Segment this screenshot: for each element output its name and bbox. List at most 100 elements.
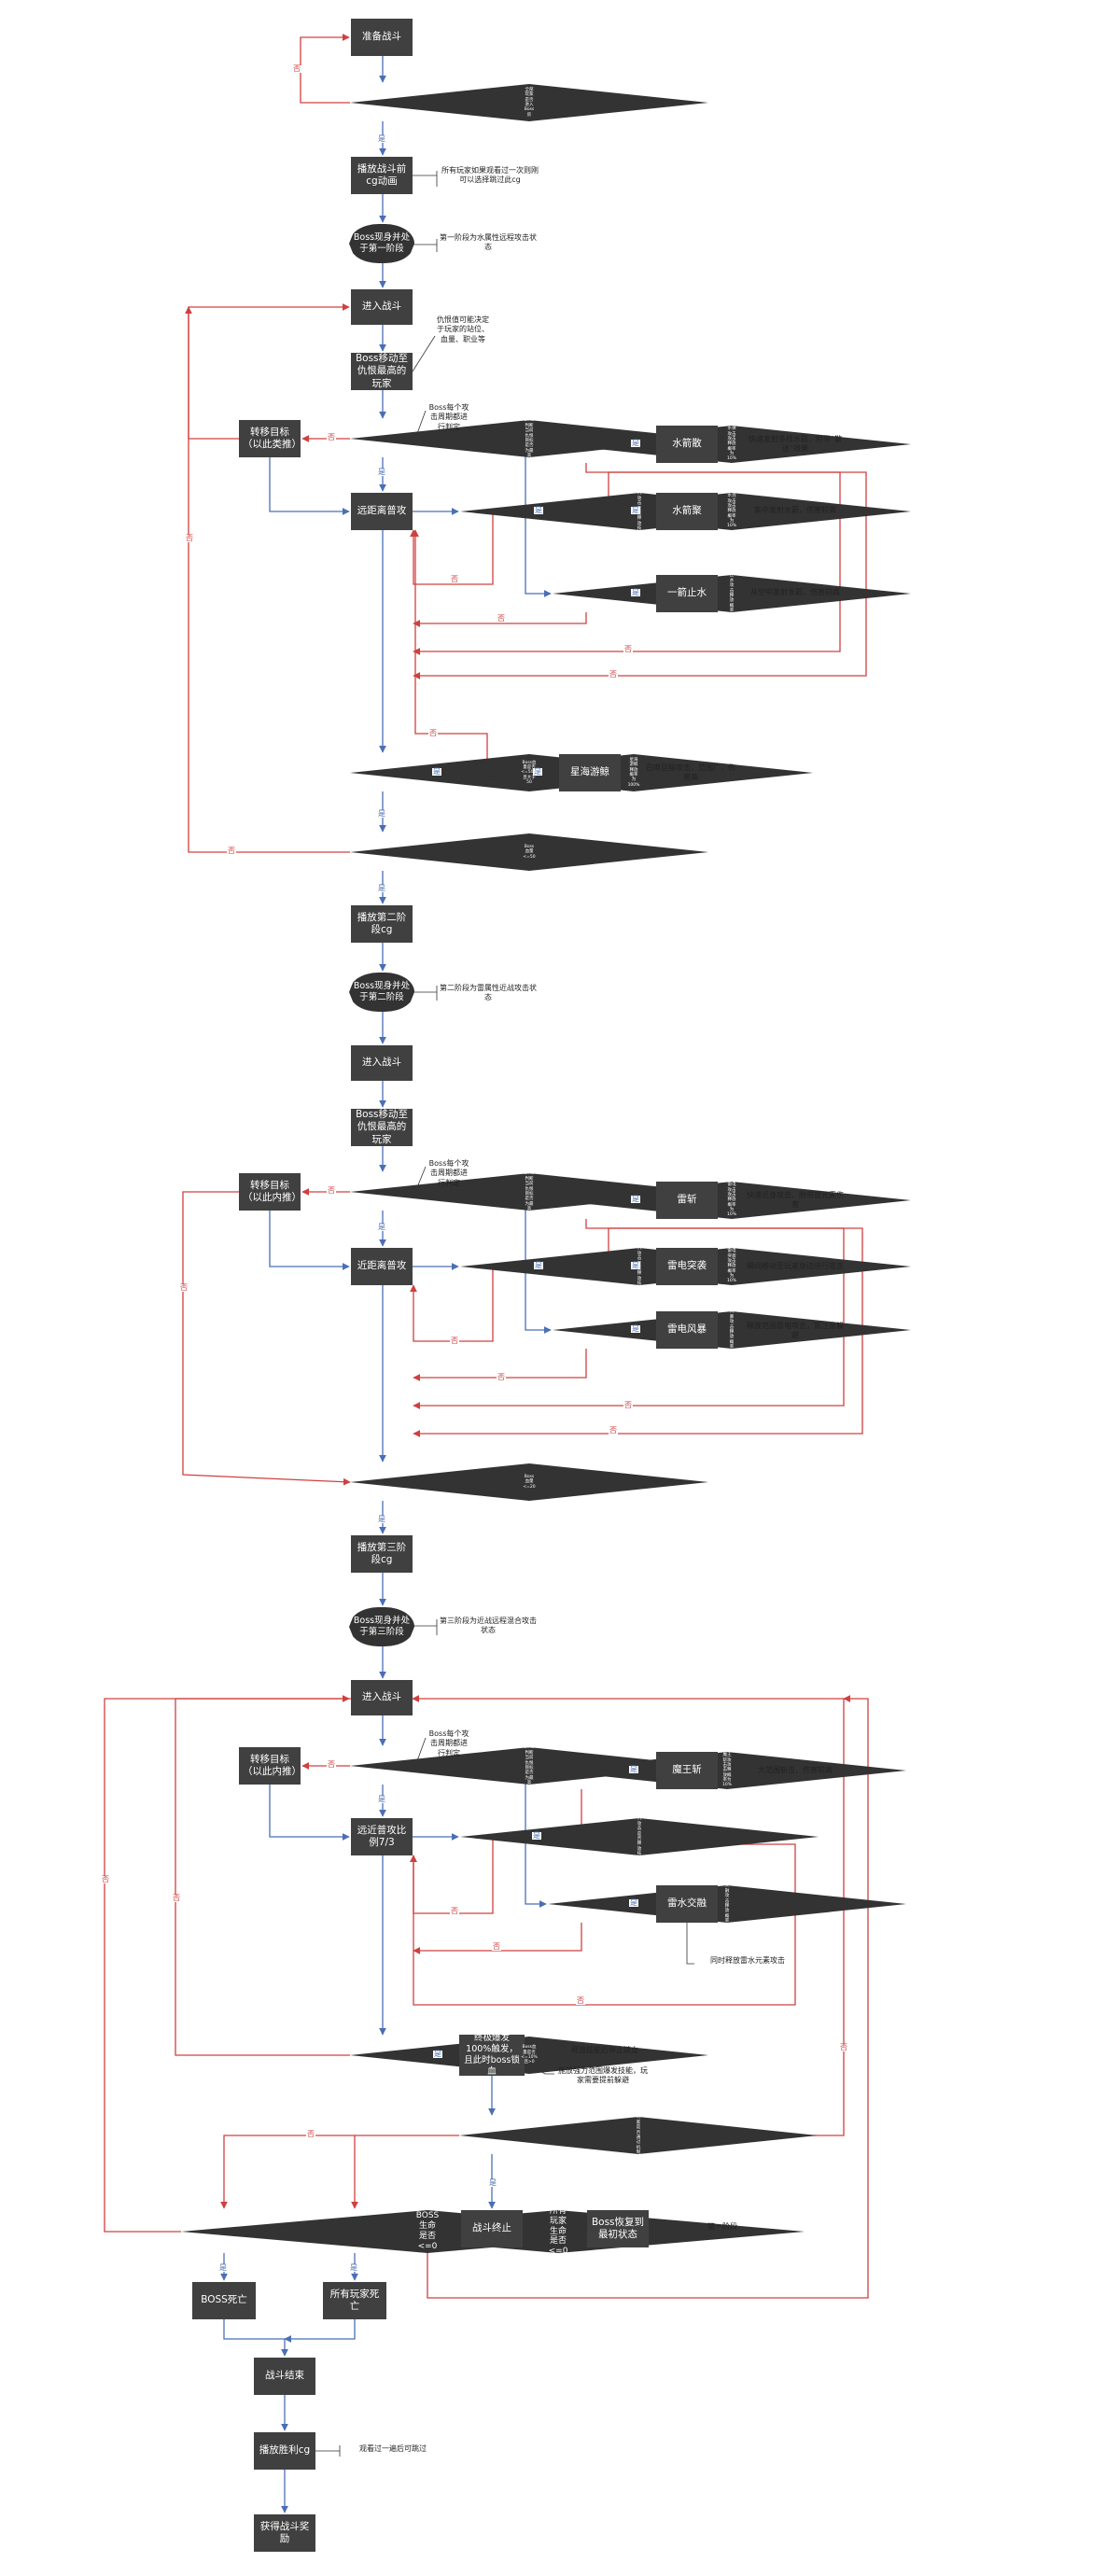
node-battle2: 进入战斗 [351,1045,413,1081]
node-battle-end: 战斗结束 [254,2358,315,2395]
edge-label-hp1-no: 是 [377,809,386,818]
edge-label-fail-no: 否 [306,2130,315,2138]
connector-no-6 [413,463,867,679]
edge-label-a3-yes: 是 [629,1765,638,1773]
node-switch3: 转移目标（以此内推） [239,1747,301,1785]
edge-label-skill2-no: 否 [450,1337,459,1345]
note-c2: 释放范围雷电攻击，需注意躲避 [747,1322,844,1340]
note-a1: 快速发射多枝水箭，附带“散迷”效果 [748,435,843,454]
node-move2: Boss移动至仇恨最高的玩家 [351,1109,413,1146]
node-enter-check: 全部玩家是否进入Boss房 [350,84,708,121]
node-skill-b1: 水箭聚 [656,493,718,530]
connector-no-10 [182,1191,351,1486]
note-leader-4 [412,335,436,372]
note-judge2: Boss每个攻击周期都进行判定 [428,1159,469,1187]
note-leader-22 [686,1923,694,1965]
node-ranged2: 近距离普攻 [351,1248,413,1285]
node-battle3: 进入战斗 [351,1680,413,1715]
edge-label-a3-no: 否 [576,1996,585,2005]
node-prob-b1: 水泡攻击攻击释放概率为10% [553,493,911,530]
node-star-prob: 星海游鲸释放概率为100% [455,754,813,791]
connector-no-17 [413,1923,582,1954]
edge-label-hp20-yes: 是 [377,1515,386,1523]
node-prob-b2: 雷电突袭攻击释放概率为10% [553,1248,911,1285]
edge-label-fail-yes: 是 [488,2178,497,2187]
node-boss-p1: Boss现身并处于第一阶段 [349,224,414,263]
edge-label-a1-no: 否 [609,670,618,679]
node-players-dead: 所有玩家死亡 [323,2282,386,2319]
note-win: 观看过一遍后可跳过 [359,2444,427,2453]
edge-label-boss-no: 否 [101,1875,110,1883]
connector-yes-43 [525,1837,547,1908]
edge-label-star-yes: 是 [533,767,542,776]
edge-label-skill2-yes: 是 [534,1261,543,1269]
node-ultimate: 终极爆发100%触发，且此时boss锁血 [459,2033,525,2077]
node-prob-b3: 雷水交融攻击释放概率为5% [548,1874,906,1934]
node-prob-c2: 雷电风暴攻击释放概率为5% [553,1300,911,1360]
node-players-dead-q: 所有玩家生命是否<=0 [312,2206,805,2256]
note-a3: 大范围斩击，伤害较高 [758,1766,833,1774]
edge-label-fail-loop: 否 [839,2043,848,2051]
edge-label-c1-yes: 是 [631,588,640,596]
note-judge1: Boss每个攻击周期都进行判定 [428,403,469,431]
connector-yes-29 [525,1267,552,1334]
note-reset: 第一阶段 [707,2222,737,2231]
note-b1: 集中发射水箭，伤害较高 [754,506,836,514]
node-hp50: Boss血量<=50 [350,833,708,871]
edge-label-hp20-no: 否 [179,1283,189,1292]
node-battle-stop: 战斗终止 [461,2210,523,2247]
connector-no-14 [413,1219,863,1437]
node-skill-a1: 水箭散 [656,426,718,463]
edge-label-b2-yes: 是 [631,1261,640,1269]
edge-label-target1-yes: 是 [377,468,386,476]
node-move1: Boss移动至仇恨最高的玩家 [351,353,413,390]
note-star: 召唤巨鲸攻击，范围广，伤害高 [646,763,735,782]
connector-no-4 [413,612,587,627]
note-ult2: 施放强力范围爆发技能，玩家需要提前躲避 [558,2066,648,2085]
edge-label-skill1-no: 否 [450,575,459,583]
node-play-cg1: 播放战斗前cg动画 [351,157,413,194]
edge-label-players-yes: 是 [349,2263,358,2272]
node-boss-p2: Boss现身并处于第二阶段 [349,973,414,1012]
edge-label-skill1-yes: 是 [534,506,543,514]
node-prob-a2: 雷电攻击攻击释放概率为10% [553,1182,911,1219]
edge-label-c1-no: 否 [497,614,506,623]
node-switch1: 转移目标（以此类推） [239,420,301,457]
edge-label-b3-yes: 是 [629,1898,638,1907]
edge-label-target2-no: 否 [327,1186,336,1195]
node-skill-b3: 雷水交融 [656,1885,718,1923]
node-boss-reset: Boss恢复到最初状态 [587,2210,649,2247]
edge-label-b1-yes: 是 [631,506,640,514]
edge-label-a2-no: 否 [609,1426,618,1435]
node-ranged1: 远距离普攻 [351,493,413,530]
connector-no-12 [413,1349,587,1381]
note-judge3: Boss每个攻击周期都进行判定 [428,1729,469,1757]
node-switch2: 转移目标（以此内推） [239,1173,301,1211]
edge-label-hp50-yes: 是 [377,884,386,892]
edge-label-enter-no: 否 [292,64,301,73]
node-prob-a3: 魔王斩攻击攻击释放概率为10% [548,1752,906,1789]
node-battle1: 进入战斗 [351,289,413,325]
note-p3: 第三阶段为近战远程混合攻击状态 [440,1617,537,1635]
node-fail-check: 玩家是否通过机制 [459,2115,818,2155]
edge-label-target1-no: 否 [327,433,336,441]
connector-yes-39 [269,1785,350,1841]
edge-label-hp3-yes: 是 [433,2050,442,2058]
connector-no-8 [185,306,350,853]
note-b3: 同时释放雷水元素攻击 [710,1956,785,1965]
connector-yes-54 [284,2319,356,2343]
edge-label-a1-yes: 是 [631,439,640,447]
note-cg-skip: 所有玩家如果观看过一次则刚可以选择跳过此cg [441,166,539,185]
node-skill-a3: 魔王斩 [656,1752,718,1789]
node-reward: 获得战斗奖励 [254,2514,315,2552]
node-hp20: Boss血量<=20 [350,1463,708,1501]
node-skill-star: 星海游鲸 [559,754,621,791]
edge-label-c2-yes: 是 [631,1324,640,1333]
node-play-cg3: 播放第三阶段cg [351,1535,413,1573]
note-ult1: 释放技能后停止锁血 [571,2046,638,2054]
edge-label-c2-no: 否 [497,1373,506,1381]
edge-label-b1-no: 否 [623,645,633,653]
node-skill-check3: 随机攻击是否释放技能 [460,1812,819,1862]
edge-label-a2-yes: 是 [631,1195,640,1203]
node-mixed3: 远近普攻比例7/3 [351,1818,413,1855]
